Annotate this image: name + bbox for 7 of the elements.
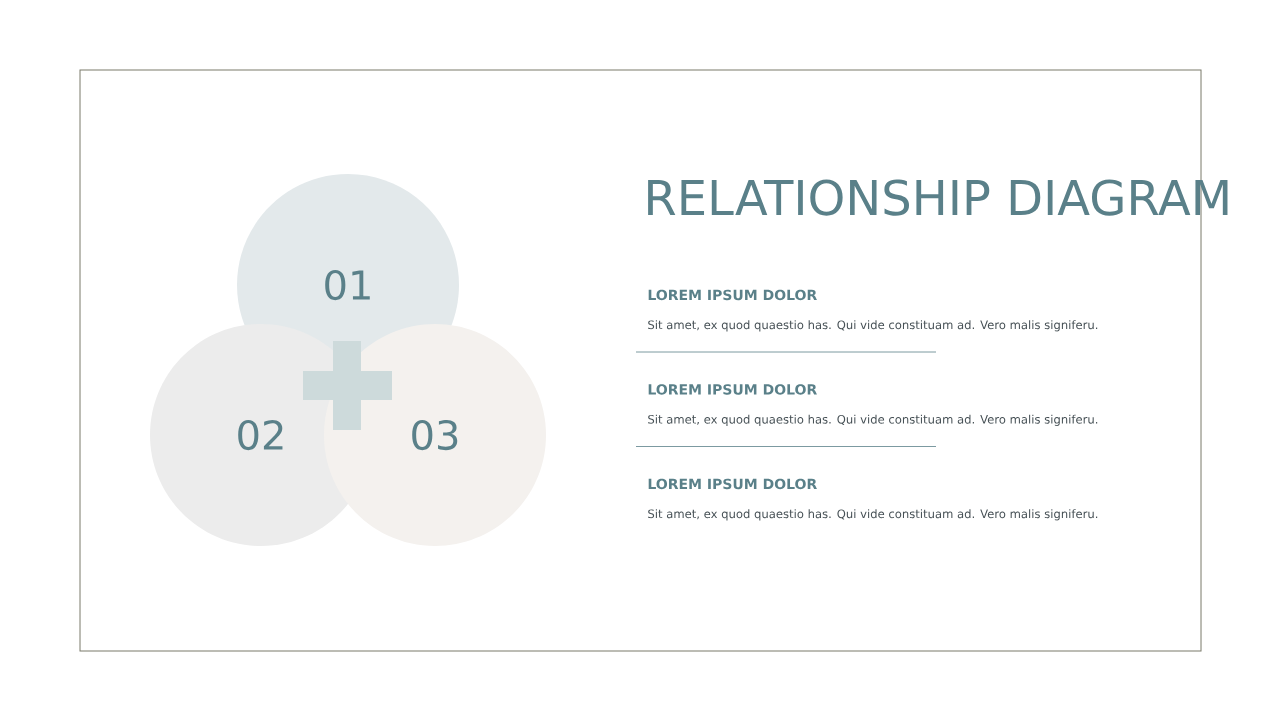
- item-heading: LOREM IPSUM DOLOR: [648, 478, 817, 490]
- item-heading: LOREM IPSUM DOLOR: [648, 384, 817, 395]
- item-text: Sit amet, ex quod quaestio has. Qui vide constituam ad. Vero malis signiferu.: [648, 509, 1098, 521]
- slide-title: RELATIONSHIP DIAGRAM: [648, 179, 1228, 216]
- item-text: Sit amet, ex quod quaestio has. Qui vide constituam ad. Vero malis signiferu.: [648, 414, 1098, 426]
- item-heading: LOREM IPSUM DOLOR: [648, 289, 817, 301]
- item-text: Sit amet, ex quod quaestio has. Qui vide constituam ad. Vero malis signiferu.: [648, 320, 1098, 332]
